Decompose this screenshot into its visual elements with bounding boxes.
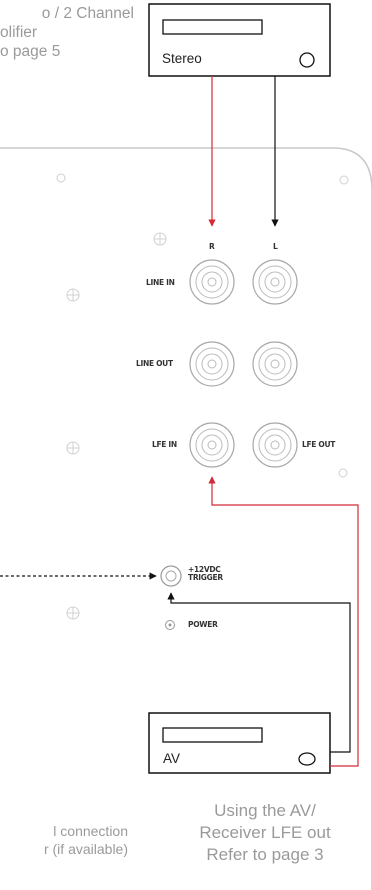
- wire-av-lfe-to-lfe-in: [208, 476, 359, 767]
- stereo-amp-caption: o / 2 Channel olifier o page 5: [0, 4, 134, 61]
- rca-jack-line-in-r[interactable]: [189, 259, 235, 305]
- av-lfe-caption-line-3: Refer to page 3: [206, 845, 324, 864]
- rca-jack-line-out-l[interactable]: [252, 341, 298, 387]
- trigger-caption-line-2: r (if available): [43, 841, 128, 857]
- mount-screws: [66, 232, 167, 620]
- trigger-label: +12VDC TRIGGER: [188, 566, 223, 582]
- trigger-label-line-1: +12VDC: [188, 565, 221, 574]
- panel-screw-left: [56, 173, 66, 183]
- rca-jack-line-in-l[interactable]: [252, 259, 298, 305]
- wire-av-trigger: [167, 592, 351, 753]
- trigger-label-line-2: TRIGGER: [188, 573, 223, 582]
- line-out-label: LINE OUT: [136, 359, 173, 368]
- av-device-label: AV: [163, 751, 181, 766]
- trigger-caption-line-1: l connection: [53, 823, 128, 839]
- av-lfe-caption-line-2: Receiver LFE out: [199, 823, 331, 842]
- lfe-in-label: LFE IN: [152, 440, 177, 449]
- panel-screw-lfe-out: [338, 468, 348, 478]
- subwoofer-panel-outline: [0, 147, 372, 890]
- stereo-device: [148, 3, 331, 77]
- rca-jack-lfe-in[interactable]: [189, 422, 235, 468]
- av-lfe-caption: Using the AV/ Receiver LFE out Refer to …: [170, 800, 360, 866]
- power-led: [165, 620, 175, 630]
- stereo-amp-caption-line-2: olifier: [0, 24, 38, 41]
- av-lfe-caption-line-1: Using the AV/: [214, 801, 316, 820]
- panel-screw-right: [339, 175, 349, 185]
- stereo-device-label: Stereo: [162, 51, 202, 66]
- channel-r-label: R: [209, 242, 215, 251]
- stereo-knob-icon: [299, 52, 315, 68]
- stereo-amp-caption-line-3: o page 5: [0, 43, 61, 60]
- rca-jack-line-out-r[interactable]: [189, 341, 235, 387]
- av-knob-icon: [298, 752, 316, 766]
- trigger-jack[interactable]: [160, 565, 182, 587]
- line-in-label: LINE IN: [146, 278, 175, 287]
- av-receiver-device: [148, 712, 331, 774]
- channel-l-label: L: [273, 242, 278, 251]
- stereo-amp-caption-line-1: o / 2 Channel: [41, 5, 134, 22]
- lfe-out-label: LFE OUT: [302, 440, 336, 449]
- trigger-caption: l connection r (if available): [0, 822, 128, 858]
- power-label: POWER: [188, 620, 218, 629]
- rca-jack-lfe-out[interactable]: [252, 422, 298, 468]
